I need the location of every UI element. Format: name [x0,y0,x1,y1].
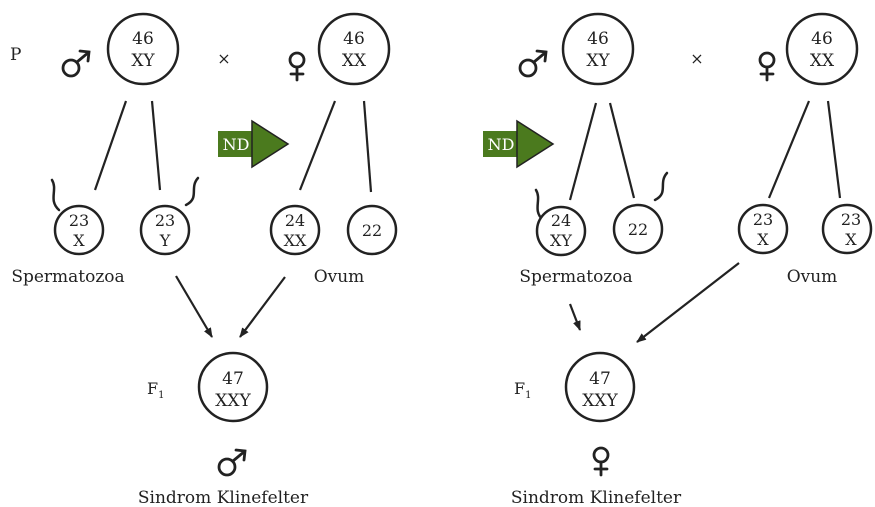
gamete-cell: 24 XX [269,204,321,256]
cross-symbol: × [690,49,703,68]
offspring-cell: 47 XXY [197,351,269,423]
fertilization-arrow [175,275,213,338]
gamete-cell: 23 X [737,203,789,255]
gamete-number: 24 [285,211,305,230]
father-chromosome-number: 46 [587,29,609,49]
male-symbol-icon [61,49,91,78]
nd-label: ND [488,135,515,154]
meiosis-line [826,100,842,199]
nondisjunction-arrow-icon: ND [218,119,290,169]
gamete-cell: 24 XY [535,205,587,257]
cross-symbol: × [217,49,230,68]
meiosis-line [362,100,373,193]
gamete-cell: 22 [346,204,398,256]
gamete-sex: XX [284,231,307,250]
syndrome-label: Sindrom Klinefelter [511,488,682,507]
gamete-cell: 22 [612,203,664,255]
father-sex-chromosomes: XY [131,51,155,71]
mother-cell: 46 XX [785,12,859,86]
mother-chromosome-number: 46 [811,29,833,49]
gamete-cell: 23 Y [139,204,191,256]
father-cell: 46 XY [106,12,180,86]
fertilization-arrow [568,303,582,331]
gamete-sex: X [757,230,769,249]
gamete-sex: Y [159,231,171,250]
gamete-cell: 23 X [53,204,105,256]
offspring-sex-chromosomes: XXY [215,391,251,411]
father-sex-chromosomes: XY [586,51,610,71]
sperm-tail [653,171,669,202]
generation-f1-label: F1 [147,379,164,401]
female-symbol-icon [592,446,610,477]
gamete-number: 23 [753,210,773,229]
female-symbol-icon [758,51,776,82]
ovum-label: Ovum [787,267,838,287]
offspring-cell: 47 XXY [564,351,636,423]
gamete-number: 24 [551,211,571,230]
syndrome-label: Sindrom Klinefelter [138,488,309,507]
gamete-number: 22 [628,220,648,239]
male-symbol-icon [518,49,548,78]
mother-sex-chromosomes: XX [810,51,835,71]
gamete-number: 23 [69,211,89,230]
meiosis-line [150,100,162,191]
gamete-number: 23 [155,211,175,230]
sperm-tail [184,176,200,207]
ovum-label: Ovum [314,267,365,287]
spermatozoa-label: Spermatozoa [11,267,124,287]
mother-chromosome-number: 46 [343,29,365,49]
nondisjunction-arrow-icon: ND [483,119,555,169]
female-symbol-icon [288,51,306,82]
meiosis-line [608,102,636,199]
gamete-sex: X [73,231,85,250]
generation-p-label: P [10,45,21,65]
gamete-sex: XY [550,231,572,250]
offspring-sex-chromosomes: XXY [582,391,618,411]
fertilization-arrow [636,262,740,343]
gamete-cell: 23 X [821,203,873,255]
fertilization-arrow [239,276,286,338]
gamete-number: 23 [841,210,861,229]
sperm-tail [50,178,61,212]
male-symbol-icon [217,448,247,477]
gamete-sex: X [845,230,857,249]
meiosis-line [767,100,811,199]
father-chromosome-number: 46 [132,29,154,49]
mother-sex-chromosomes: XX [342,51,367,71]
spermatozoa-label: Spermatozoa [519,267,632,287]
nd-label: ND [223,135,250,154]
mother-cell: 46 XX [317,12,391,86]
meiosis-line [298,100,337,191]
offspring-chromosome-number: 47 [222,369,244,389]
father-cell: 46 XY [561,12,635,86]
meiosis-line [568,102,598,201]
meiosis-line [93,100,128,191]
generation-f1-label: F1 [514,379,531,401]
offspring-chromosome-number: 47 [589,369,611,389]
gamete-number: 22 [362,221,382,240]
